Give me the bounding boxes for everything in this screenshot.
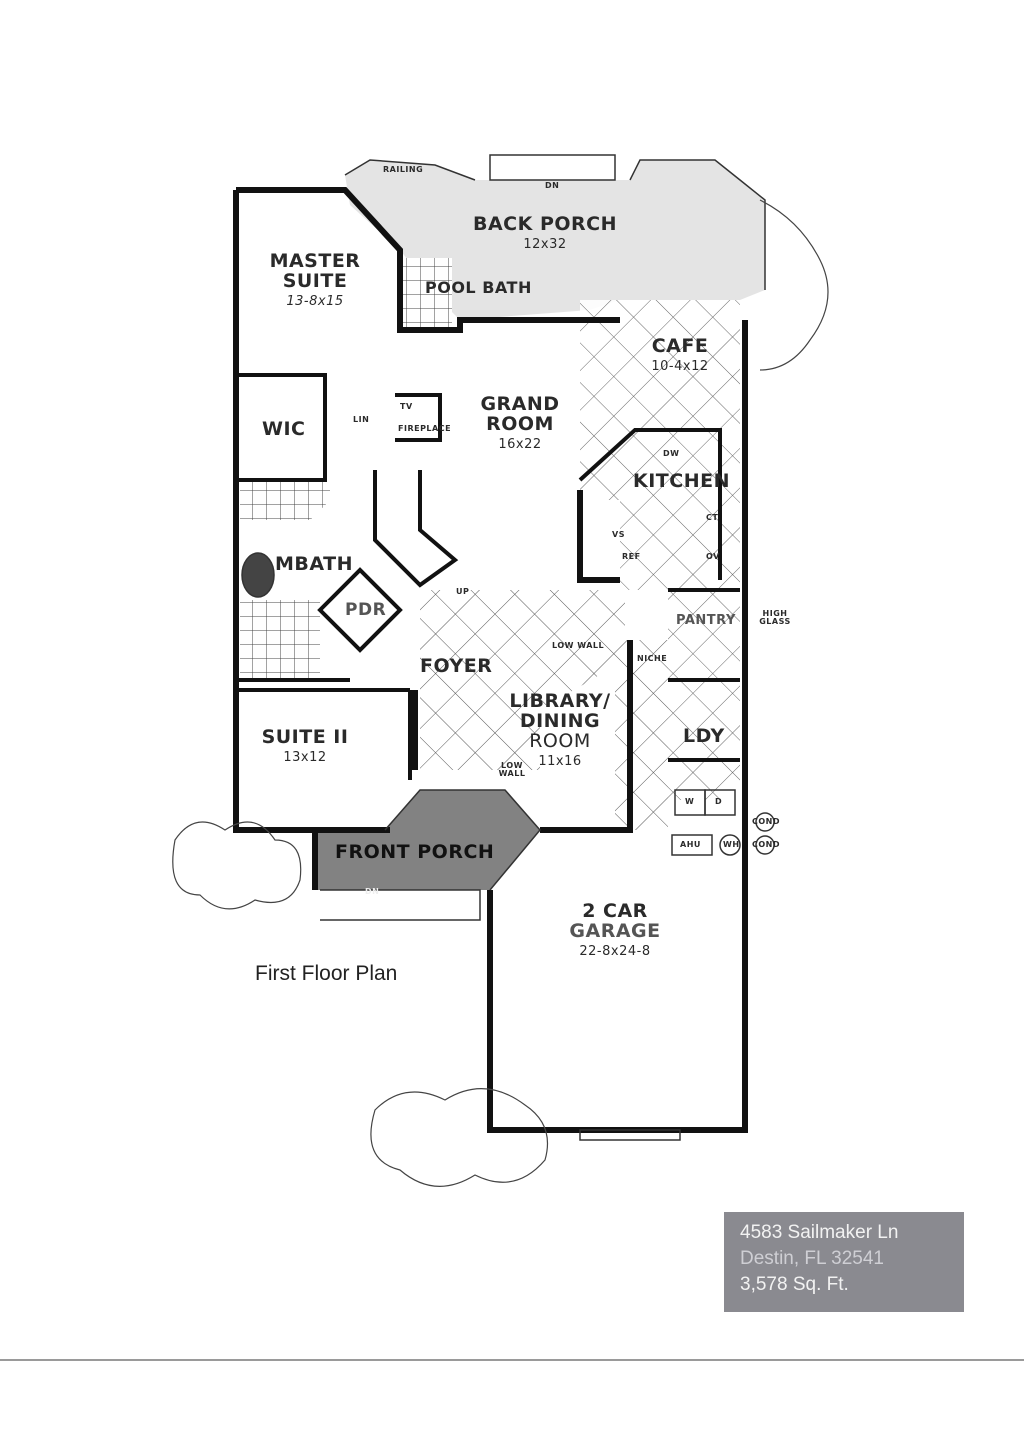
wall-fireplace <box>395 393 442 442</box>
room-kitchen: KITCHEN <box>633 470 730 492</box>
room-mbath: MBATH <box>275 553 353 575</box>
mbath-tile-lower <box>240 600 320 680</box>
room-dim: 11x16 <box>538 753 582 769</box>
note-vs: VS <box>612 530 625 539</box>
address-sqft: 3,578 Sq. Ft. <box>740 1274 849 1295</box>
note-lin: LIN <box>353 415 370 424</box>
room-foyer: FOYER <box>420 655 493 677</box>
room-dim: 12x32 <box>523 236 567 252</box>
room-dim: 22-8x24-8 <box>579 943 651 959</box>
back-steps <box>489 154 616 181</box>
note-d: D <box>715 797 723 806</box>
room-suite-ii: SUITE II 13x12 <box>255 726 355 765</box>
room-name: SUITE II <box>261 726 349 748</box>
address-city: Destin, FL 32541 <box>740 1248 884 1269</box>
wall-pdr <box>317 567 403 653</box>
address-box: 4583 Sailmaker Ln Destin, FL 32541 3,578… <box>724 1212 964 1312</box>
note-dn-front: DN <box>365 887 380 896</box>
front-steps <box>320 889 481 921</box>
front-porch-area <box>315 790 540 890</box>
room-name: SUITE <box>282 269 348 292</box>
room-dim: 13-8x15 <box>286 293 344 309</box>
front-porch-outline <box>384 789 541 891</box>
wall-mbath <box>236 678 410 692</box>
wall-library <box>540 640 633 833</box>
room-name: ROOM <box>529 729 591 752</box>
shrubs-left <box>172 821 302 910</box>
wall-wic <box>236 373 327 482</box>
room-name: BACK PORCH <box>472 213 618 235</box>
room-name: GRAND <box>480 393 560 415</box>
room-dim: 16x22 <box>498 436 542 452</box>
note-low-wall: LOW WALL <box>552 641 605 650</box>
wall-outer-left <box>233 190 390 833</box>
foyer-tile-lower <box>615 640 668 830</box>
room-name: ROOM <box>486 412 554 435</box>
garage-door-step <box>579 1129 681 1141</box>
note-tv: TV <box>400 402 413 411</box>
room-library-dining: LIBRARY/ DINING ROOM 11x16 <box>500 690 620 769</box>
room-master-suite: MASTER SUITE 13-8x15 <box>255 250 375 309</box>
room-cafe: CAFE 10-4x12 <box>640 335 720 374</box>
room-name: DINING <box>519 709 601 732</box>
address-street: 4583 Sailmaker Ln <box>740 1222 899 1243</box>
note-cond-1: COND <box>752 817 781 826</box>
room-grand-room: GRAND ROOM 16x22 <box>465 393 575 452</box>
shrubs-bottom <box>370 1088 549 1187</box>
cond-circle-1 <box>755 812 775 832</box>
room-pool-bath: POOL BATH <box>425 278 532 297</box>
dryer <box>704 789 736 816</box>
room-garage: 2 CAR GARAGE 22-8x24-8 <box>555 900 675 959</box>
floor-plan-caption: First Floor Plan <box>255 962 398 985</box>
note-dw: DW <box>663 449 680 458</box>
page-edge-line <box>0 1359 1024 1361</box>
cond-circle-2 <box>755 835 775 855</box>
room-ldy: LDY <box>683 725 725 747</box>
room-wic: WIC <box>262 418 306 440</box>
wall-pantry <box>668 588 740 762</box>
note-w: W <box>685 797 695 806</box>
wall-stairs <box>373 470 459 588</box>
mbath-tile <box>240 480 330 520</box>
ahu-box <box>671 834 713 856</box>
room-dim: 13x12 <box>283 749 327 765</box>
shrubs-right <box>759 199 829 371</box>
room-name: 2 CAR <box>582 900 648 922</box>
room-name: LIBRARY/ <box>509 690 611 712</box>
room-name: CAFE <box>651 335 709 357</box>
room-pdr: PDR <box>345 600 387 620</box>
foyer-tile <box>420 590 625 770</box>
note-wh: WH <box>723 840 740 849</box>
room-front-porch: FRONT PORCH <box>335 841 495 863</box>
room-name: MASTER <box>269 250 361 272</box>
room-name: GARAGE <box>569 919 661 942</box>
wall-front-porch <box>312 830 493 910</box>
wh-circle <box>719 834 741 856</box>
note-low-wall-2: LOW WALL <box>498 761 526 779</box>
pool-bath-tile <box>402 258 452 328</box>
note-ct: CT <box>706 513 719 522</box>
room-dim: 10-4x12 <box>651 358 709 374</box>
note-fireplace: FIREPLACE <box>398 424 452 433</box>
note-dn-back: DN <box>545 181 560 190</box>
note-cond-2: COND <box>752 840 781 849</box>
note-ahu: AHU <box>680 840 701 849</box>
tub <box>241 552 275 598</box>
note-railing: RAILING <box>383 165 424 174</box>
back-porch-outline <box>344 159 766 290</box>
cafe-kitchen-tile <box>580 300 740 800</box>
note-high-glass: HIGH GLASS <box>759 609 791 627</box>
wall-kitchen <box>577 490 620 583</box>
note-niche: NICHE <box>637 654 668 663</box>
room-pantry: PANTRY <box>676 613 736 628</box>
note-ref: REF <box>622 552 641 561</box>
wall-top-master <box>236 187 620 333</box>
note-up: UP <box>456 587 470 596</box>
note-ov: OV <box>706 552 720 561</box>
room-back-porch: BACK PORCH 12x32 <box>470 213 620 252</box>
wall-kitchen-island <box>578 428 722 580</box>
